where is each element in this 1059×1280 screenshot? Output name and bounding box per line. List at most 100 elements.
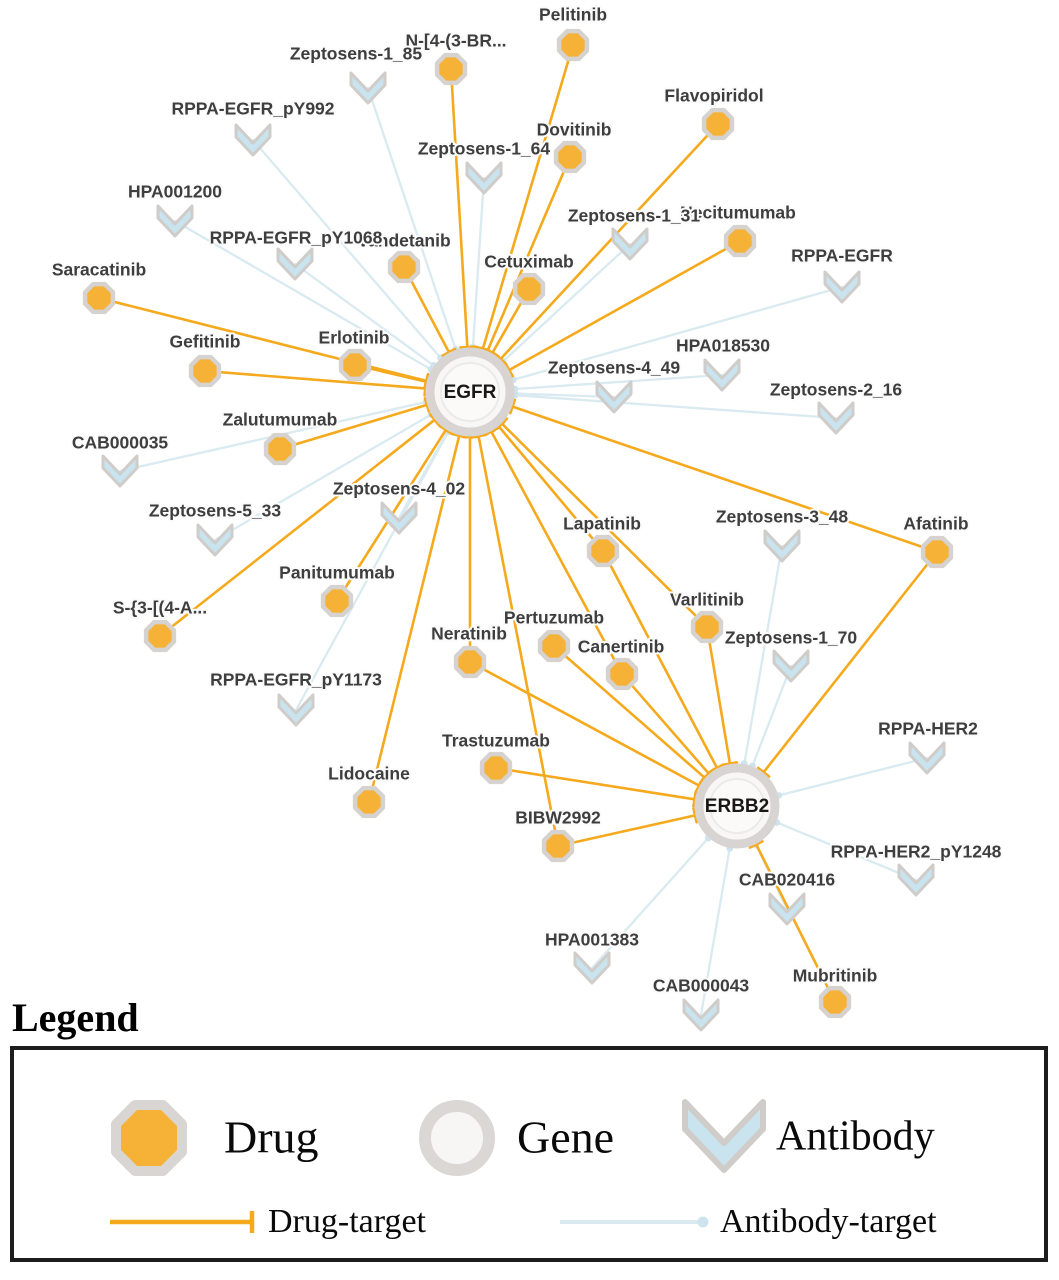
drug-node[interactable] [512,272,546,306]
legend-antibody-label: Antibody [776,1114,935,1160]
drug-node[interactable] [723,224,757,258]
antibody-node[interactable] [682,998,720,1032]
antibody-node[interactable] [101,454,139,488]
gene-node[interactable] [694,763,780,849]
antibody-label: Zeptosens-5_33 [149,501,282,521]
drug-node[interactable] [82,281,116,315]
drug-node[interactable] [188,354,222,388]
antibody-node[interactable] [823,270,861,304]
antibody-node[interactable] [196,523,234,557]
gene-label: EGFR [444,382,497,403]
drug-node[interactable] [479,751,513,785]
drug-node[interactable] [143,619,177,653]
antibody-chevron-icon [611,227,649,261]
drug-node[interactable] [701,107,735,141]
antibody-node[interactable] [156,204,194,238]
gene-node[interactable] [425,347,515,437]
drug-octagon-icon [111,1100,187,1176]
antibody-node[interactable] [380,501,418,535]
drug-node[interactable] [338,348,372,382]
legend-item-antibody-edge: Antibody-target [560,1203,937,1240]
drug-target-edge [705,625,739,767]
antibody-label: RPPA-EGFR_pY992 [171,99,334,119]
drug-label: Pertuzumab [504,608,604,628]
antibody-node[interactable] [234,123,272,157]
drug-node[interactable] [537,629,571,663]
drug-label: BIBW2992 [515,808,601,828]
drug-node[interactable] [263,432,297,466]
drug-node[interactable] [352,785,386,819]
drug-label: Cetuximab [484,252,573,272]
antibody-label: CAB020416 [739,870,836,890]
drug-octagon-icon [320,584,354,618]
drug-label: Erlotinib [319,328,390,348]
drug-target-edge [495,417,709,629]
drug-target-edge [494,766,697,808]
antibody-chevron-icon [101,454,139,488]
drug-octagon-icon [263,432,297,466]
drug-label: Saracatinib [52,260,146,280]
legend-item-antibody: Antibody [682,1099,935,1173]
legend-gene-label: Gene [517,1112,614,1163]
drug-octagon-icon [537,629,571,663]
legend-item-gene: Gene [419,1100,614,1176]
drug-label: Varlitinib [670,590,744,610]
antibody-chevron-icon [823,270,861,304]
antibody-chevron-icon [768,892,806,926]
antibody-target-edge [366,86,460,353]
antibody-label: HPA001200 [128,182,222,202]
antibody-node[interactable] [908,741,946,775]
antibody-chevron-icon [772,649,810,683]
drug-node[interactable] [320,584,354,618]
antibody-node[interactable] [897,863,935,897]
antibody-target-edge [469,176,486,351]
antibody-chevron-icon [817,401,855,435]
drug-node[interactable] [556,28,590,62]
legend-antibody-edge-label: Antibody-target [720,1203,937,1240]
drug-node[interactable] [690,610,724,644]
antibody-node[interactable] [573,951,611,985]
drug-octagon-icon [690,610,724,644]
drug-node[interactable] [920,535,954,569]
antibody-chevron-icon [380,501,418,535]
legend-canvas: Drug Gene Antibody Drug-target Antibody-… [110,1099,937,1240]
drug-node[interactable] [434,52,468,86]
drug-octagon-icon [143,619,177,653]
drug-label: Trastuzumab [442,731,550,751]
antibody-node[interactable] [817,401,855,435]
antibody-chevron-icon [234,123,272,157]
antibody-node[interactable] [465,161,503,195]
antibody-node[interactable] [763,529,801,563]
drug-label: Lapatinib [563,514,641,534]
antibody-chevron-icon [763,529,801,563]
antibody-node[interactable] [595,380,633,414]
antibody-label: Zeptosens-1_85 [290,44,423,64]
drug-label: Neratinib [431,624,507,644]
antibody-edge-dot-icon [697,1216,709,1228]
gene-circle-icon [419,1100,495,1176]
antibody-node[interactable] [772,649,810,683]
drug-octagon-icon [479,751,513,785]
drug-node[interactable] [387,250,421,284]
antibody-node[interactable] [349,71,387,105]
gene-inner-ring [709,778,765,834]
drug-node[interactable] [553,140,587,174]
antibody-label: Zeptosens-2_16 [770,380,903,400]
drug-node[interactable] [818,985,852,1019]
drug-node[interactable] [586,534,620,568]
antibody-node[interactable] [277,693,315,727]
antibody-node[interactable] [276,247,314,281]
drug-node[interactable] [541,829,575,863]
antibody-target-edge [749,664,793,770]
legend-item-drug-edge: Drug-target [110,1203,427,1240]
antibody-node[interactable] [768,892,806,926]
drug-label: Gefitinib [170,332,241,352]
antibody-node[interactable] [703,358,741,392]
antibody-node[interactable] [611,227,649,261]
drug-node[interactable] [453,645,487,679]
drug-node[interactable] [605,657,639,691]
antibody-label: RPPA-EGFR_pY1068 [210,228,383,248]
drug-octagon-icon [387,250,421,284]
drug-octagon-icon [512,272,546,306]
antibody-chevron-icon [196,523,234,557]
